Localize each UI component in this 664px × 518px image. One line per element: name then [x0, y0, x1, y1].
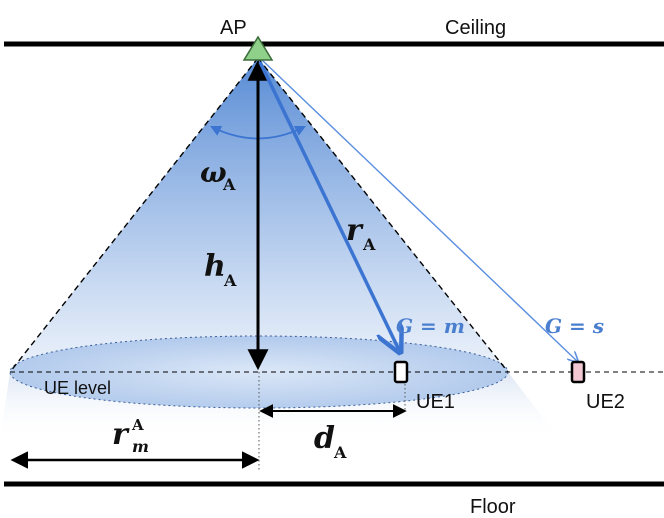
ue1-marker — [393, 360, 409, 384]
rm-sup: A — [131, 416, 144, 434]
rm-label: r — [112, 417, 130, 452]
ue1-label: UE1 — [416, 391, 455, 413]
ray-to-ue2 — [261, 59, 578, 362]
r-sub: A — [362, 235, 376, 254]
floor-label: Floor — [470, 496, 516, 518]
h-label: h — [204, 249, 226, 284]
cone-edge-left — [9, 57, 259, 373]
ray-to-ue1 — [258, 61, 400, 352]
r-label: r — [346, 213, 364, 248]
rm-sub: m — [132, 437, 149, 456]
d-label: d — [314, 421, 335, 456]
ue2-label: UE2 — [586, 391, 625, 413]
omega-label: ω — [200, 156, 227, 189]
g-m-label: G = m — [396, 314, 465, 338]
cone-edge-right — [257, 57, 509, 373]
ap-triangle-icon — [242, 35, 274, 61]
h-sub: A — [223, 271, 237, 290]
ue2-marker — [570, 360, 586, 384]
d-sub: A — [333, 443, 347, 462]
g-s-label: G = s — [545, 314, 604, 338]
ap-label: AP — [220, 17, 247, 39]
ue-level-label: UE level — [44, 378, 111, 398]
omega-sub: A — [222, 175, 236, 194]
ceiling-label: Ceiling — [445, 17, 506, 39]
